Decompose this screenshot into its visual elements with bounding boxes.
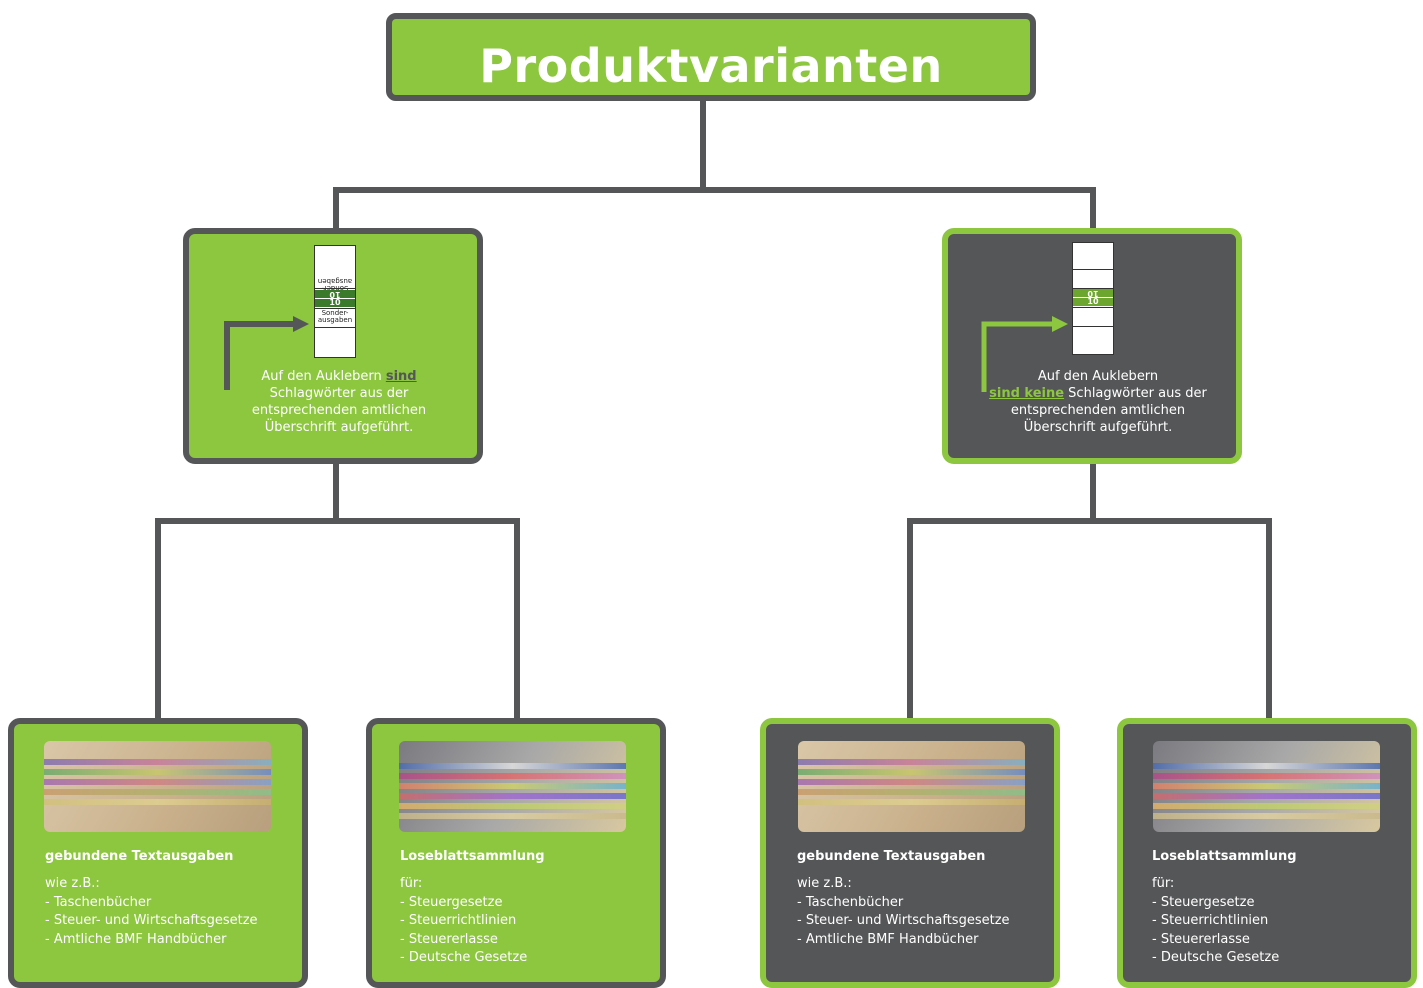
loose-leaf-photo-icon: [1153, 741, 1380, 832]
product-box-looseleaf-dark: Loseblattsammlung für: - Steuergesetze -…: [1117, 718, 1417, 988]
product-item: - Steuerrichtlinien: [400, 913, 517, 928]
product-item: - Taschenbücher: [45, 894, 152, 910]
arrow-icon: [981, 316, 1068, 392]
title-box: Produktvarianten: [386, 13, 1036, 101]
diagram-title: Produktvarianten: [479, 39, 943, 93]
connector-right-a-down: [907, 518, 913, 722]
strip-divider: [1073, 307, 1113, 308]
connector-title-down: [700, 100, 706, 190]
product-list: wie z.B.: - Taschenbücher - Steuer- und …: [797, 875, 1010, 949]
connector-right-down: [1090, 187, 1096, 232]
product-item: - Amtliche BMF Handbücher: [45, 931, 227, 947]
description-text: Auf den Auklebern: [1037, 369, 1159, 384]
product-item: - Deutsche Gesetze: [1152, 950, 1280, 965]
strip-band-flipped: 10: [1073, 289, 1113, 298]
product-list: wie z.B.: - Taschenbücher - Steuer- und …: [45, 875, 258, 949]
product-intro: wie z.B.:: [45, 876, 100, 891]
product-item: - Taschenbücher: [797, 894, 904, 910]
strip-band: 10: [1073, 298, 1113, 306]
strip-divider: [1073, 326, 1113, 327]
strip-band: 10: [315, 299, 355, 307]
connector-right-mid-down: [1090, 462, 1096, 522]
product-item: - Steuer- und Wirtschaftsgesetze: [45, 913, 258, 928]
connector-left-horizontal: [155, 518, 520, 524]
variant-box-without-keywords: 10 10 Auf den Auklebern sind keine Schla…: [942, 228, 1242, 464]
product-list: für: - Steuergesetze - Steuerrichtlinien…: [1152, 875, 1279, 968]
product-item: - Steuererlasse: [1152, 931, 1250, 947]
product-box-looseleaf-green: Loseblattsammlung für: - Steuergesetze -…: [366, 718, 666, 988]
product-item: - Deutsche Gesetze: [400, 950, 528, 965]
connector-left-mid-down: [333, 462, 339, 522]
description-text-rest: Schlagwörter aus der entsprechenden amtl…: [251, 386, 427, 435]
connector-right-b-down: [1266, 518, 1272, 722]
connector-top-horizontal: [333, 187, 1096, 193]
connector-left-a-down: [155, 518, 161, 722]
product-intro: wie z.B.:: [797, 876, 852, 891]
product-intro: für:: [1152, 876, 1175, 891]
product-title: Loseblattsammlung: [1152, 849, 1297, 864]
strip-divider: [1073, 269, 1113, 270]
arrow-icon: [224, 316, 309, 390]
variant-description: Auf den Auklebern sind keine Schlagwörte…: [968, 368, 1228, 436]
product-box-bound-green: gebundene Textausgaben wie z.B.: - Tasch…: [8, 718, 308, 988]
product-item: - Steuergesetze: [400, 894, 503, 910]
emphasis-text: sind: [385, 369, 417, 384]
strip-band-flipped: 10: [315, 290, 355, 299]
product-item: - Steuerrichtlinien: [1152, 913, 1269, 928]
description-text-rest: Schlagwörter aus der entsprechenden amtl…: [1010, 386, 1207, 435]
strip-label-bottom: Sonder- ausgaben: [317, 309, 353, 324]
strip-divider: [315, 288, 355, 289]
description-text: Auf den Auklebern: [261, 369, 386, 384]
product-list: für: - Steuergesetze - Steuerrichtlinien…: [400, 875, 527, 968]
sticker-strip: 10 10: [1072, 242, 1114, 355]
emphasis-text: sind keine: [989, 386, 1065, 401]
loose-leaf-photo-icon: [399, 741, 626, 832]
product-box-bound-dark: gebundene Textausgaben wie z.B.: - Tasch…: [760, 718, 1060, 988]
product-title: gebundene Textausgaben: [45, 849, 234, 864]
strip-divider: [1073, 288, 1113, 289]
bound-books-photo-icon: [44, 741, 271, 832]
strip-divider: [315, 308, 355, 309]
connector-left-down: [333, 187, 339, 232]
bound-books-photo-icon: [798, 741, 1025, 832]
product-item: - Steuer- und Wirtschaftsgesetze: [797, 913, 1010, 928]
connector-left-b-down: [514, 518, 520, 722]
product-title: gebundene Textausgaben: [797, 849, 986, 864]
variant-box-with-keywords: Sonder- ausgaben 10 10 Sonder- ausgaben …: [183, 228, 483, 464]
variant-description: Auf den Auklebern sind Schlagwörter aus …: [209, 368, 469, 436]
sticker-strip: Sonder- ausgaben 10 10 Sonder- ausgaben: [314, 245, 356, 358]
product-item: - Steuergesetze: [1152, 894, 1255, 910]
product-item: - Amtliche BMF Handbücher: [797, 931, 979, 947]
strip-divider: [315, 327, 355, 328]
product-title: Loseblattsammlung: [400, 849, 545, 864]
product-intro: für:: [400, 876, 423, 891]
product-item: - Steuererlasse: [400, 931, 498, 947]
connector-right-horizontal: [907, 518, 1272, 524]
